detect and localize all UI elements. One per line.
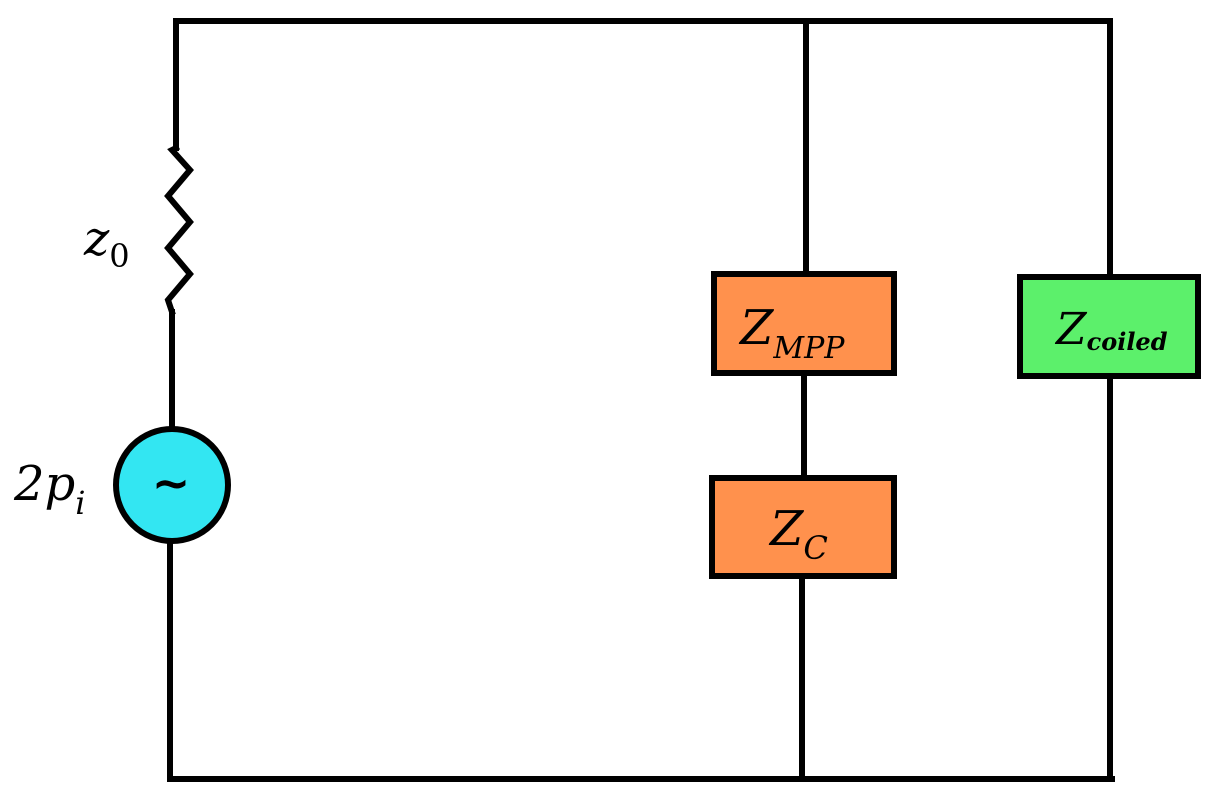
z-coiled-label-main: Z	[1054, 304, 1088, 355]
z-c-label-main: Z	[768, 501, 805, 557]
ac-source-icon	[113, 426, 231, 544]
source-label-sub: i	[75, 484, 85, 522]
z-mpp-label-sub: MPP	[772, 331, 845, 366]
resistor-z0: z0	[83, 143, 194, 316]
resistor-label: z0	[83, 211, 130, 275]
z-mpp-label-main: Z	[738, 300, 775, 356]
z-coiled-label-sub: coiled	[1087, 327, 1168, 356]
source-label-main: 2p	[13, 456, 75, 512]
resistor-label-sub: 0	[109, 237, 129, 275]
zigzag-resistor-icon	[164, 143, 194, 316]
z-c-box	[709, 475, 897, 579]
z-c-label: ZC	[768, 501, 828, 567]
z-mpp-label: ZMPP	[738, 300, 845, 366]
resistor-label-main: z	[83, 211, 110, 267]
z-mpp-box	[711, 271, 897, 376]
wires	[167, 18, 1115, 782]
ac-source-symbol: ~	[152, 456, 191, 510]
z-c-component: ZC	[709, 475, 897, 579]
source-label: 2pi	[13, 456, 86, 522]
z-coiled-box	[1017, 274, 1201, 379]
z-coiled-component: Zcoiled	[1017, 274, 1201, 379]
z-coiled-label: Zcoiled	[1054, 304, 1168, 356]
z-c-label-sub: C	[803, 529, 827, 567]
z-mpp-component: ZMPP	[711, 271, 897, 376]
ac-source: ~ 2pi	[13, 426, 231, 544]
